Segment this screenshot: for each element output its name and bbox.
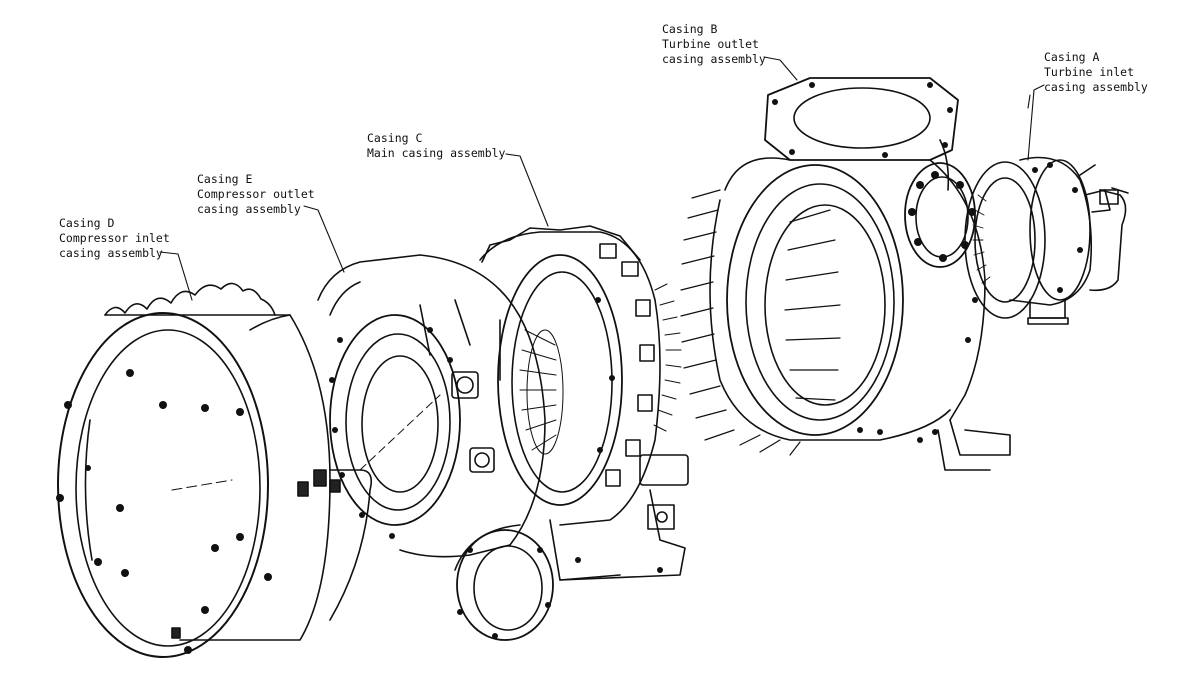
leader-casing-a-2 [1027, 94, 1031, 109]
callout-casing-a: Casing A Turbine inlet casing assembly [1044, 50, 1148, 95]
leader-casing-d [159, 251, 193, 301]
leader-casing-e [303, 205, 345, 273]
leader-lines [159, 56, 1045, 301]
leader-casing-a [1027, 84, 1045, 161]
leader-casing-c [505, 153, 549, 227]
callout-casing-a-line-2: Turbine inlet [1044, 65, 1135, 79]
callout-casing-b-line-1: Casing B [662, 22, 718, 36]
callout-casing-c-line-1: Casing C [367, 131, 423, 145]
compressor-wheel [519, 329, 564, 455]
casing-b-turbine-outlet [680, 77, 1011, 471]
outer-studs [680, 189, 801, 456]
callout-casing-e-line-2: Compressor outlet [197, 187, 315, 201]
callout-casing-c: Casing C Main casing assembly [367, 131, 505, 161]
inner-studs [784, 209, 841, 401]
callout-casing-d-line-2: Compressor inlet [59, 231, 170, 245]
callout-casing-d-line-3: casing assembly [59, 246, 163, 260]
callout-casing-e-line-3: casing assembly [197, 202, 301, 216]
callout-casing-a-line-1: Casing A [1044, 50, 1100, 64]
casing-a-turbine-inlet [904, 156, 1129, 325]
nozzle-vanes [972, 194, 991, 284]
callout-casing-c-line-2: Main casing assembly [367, 146, 506, 160]
casing-e-compressor-outlet [317, 254, 554, 641]
callout-casing-d-line-1: Casing D [59, 216, 115, 230]
turbine-wheel-fins [653, 283, 682, 432]
casing-d-drum [56, 282, 373, 658]
casing-c-main-casing [479, 225, 689, 581]
callout-casing-d: Casing D Compressor inlet casing assembl… [59, 216, 170, 261]
callout-casing-b: Casing B Turbine outlet casing assembly [662, 22, 766, 67]
callout-casing-a-line-3: casing assembly [1044, 80, 1148, 94]
callout-casing-e: Casing E Compressor outlet casing assemb… [197, 172, 315, 217]
leader-casing-b [763, 56, 798, 81]
callout-casing-e-line-1: Casing E [197, 172, 253, 186]
callout-casing-b-line-3: casing assembly [662, 52, 766, 66]
callout-casing-b-line-2: Turbine outlet [662, 37, 759, 51]
